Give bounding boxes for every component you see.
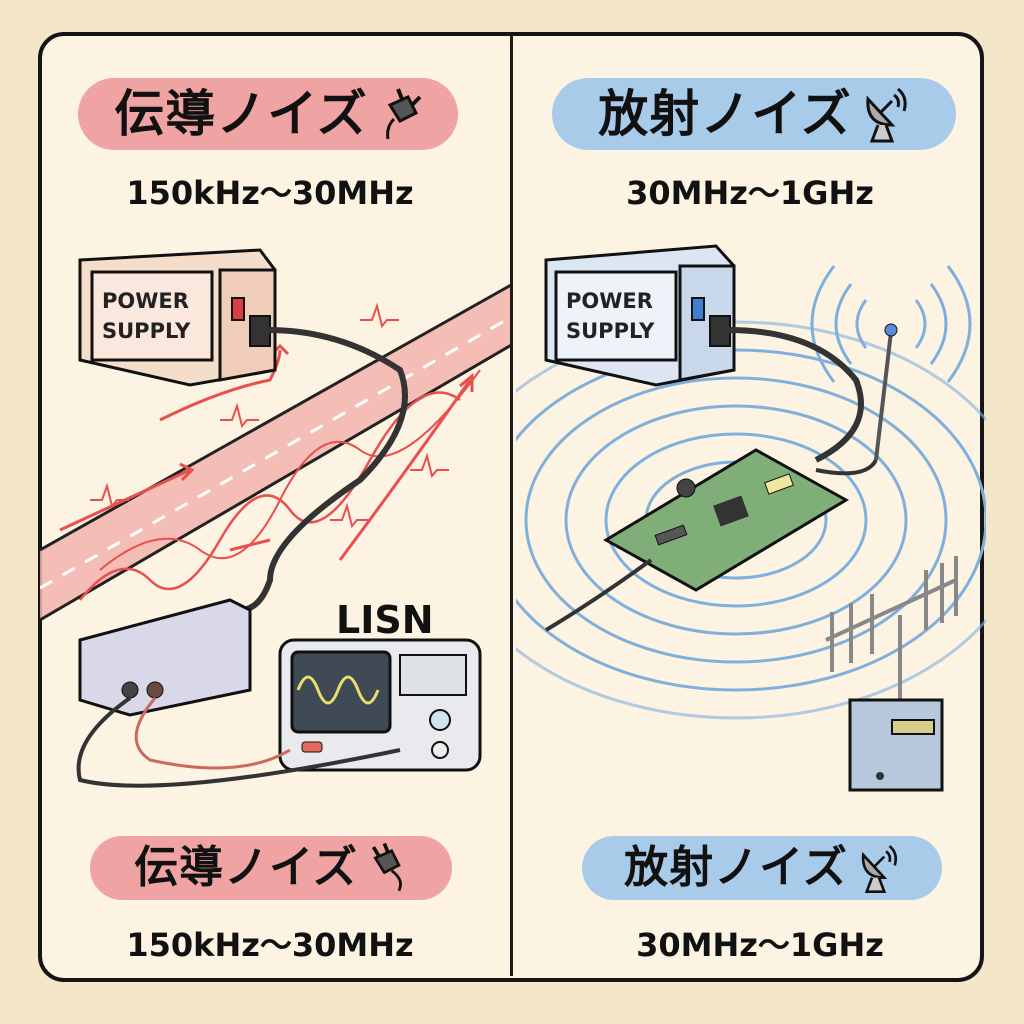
radiated-frequency-range: 30MHz～1GHz (626, 174, 874, 212)
radiated-noise-illustration: POWER SUPPLY (516, 244, 986, 792)
power-supply-label: POWER (102, 289, 189, 313)
radiated-frequency-range-bottom: 30MHz～1GHz (636, 926, 884, 964)
conducted-noise-illustration: POWER SUPPLY (40, 248, 510, 788)
analyzer-waveform (296, 675, 380, 705)
power-plug (709, 315, 731, 347)
power-supply-box: POWER SUPPLY (78, 248, 277, 387)
noise-spike-icons (90, 302, 449, 529)
receiver-box (848, 698, 944, 792)
lisn-label: LISN (336, 598, 434, 642)
spectrum-analyzer (278, 638, 482, 772)
power-supply-label: POWER (566, 289, 653, 313)
power-supply-label: SUPPLY (566, 319, 655, 343)
conducted-noise-title: 伝導ノイズ (114, 85, 368, 143)
radiated-noise-badge-bottom: 放射ノイズ (582, 836, 942, 900)
radiated-noise-title-bottom: 放射ノイズ (624, 842, 848, 893)
power-switch (691, 297, 705, 321)
radiated-noise-title: 放射ノイズ (598, 85, 852, 143)
conducted-noise-badge-bottom: 伝導ノイズ (90, 836, 452, 900)
conducted-noise-title-bottom: 伝導ノイズ (134, 842, 358, 893)
whip-antenna (874, 331, 893, 461)
noise-wave (79, 391, 461, 601)
pcb-cable (544, 558, 653, 632)
lisn-box (78, 598, 252, 717)
power-switch (231, 297, 245, 321)
plug-icon (371, 843, 402, 892)
satellite-dish-icon (861, 845, 897, 893)
ic-chip (713, 495, 749, 527)
circuit-board (603, 448, 849, 592)
conducted-frequency-range-bottom: 150kHz～30MHz (126, 926, 414, 964)
noise-wave (99, 369, 481, 571)
power-cable (727, 327, 864, 463)
satellite-dish-icon (866, 87, 907, 143)
plug-icon (385, 88, 422, 140)
yagi-antenna (825, 556, 958, 710)
power-cable (239, 327, 408, 613)
power-supply-label: SUPPLY (102, 319, 191, 343)
panel-divider (510, 36, 513, 976)
conducted-frequency-range: 150kHz～30MHz (126, 174, 414, 212)
noise-arrows (59, 343, 474, 561)
power-plug (249, 315, 271, 347)
analyzer-screen (290, 650, 392, 734)
conducted-noise-badge: 伝導ノイズ (78, 78, 458, 150)
radiated-noise-badge: 放射ノイズ (552, 78, 956, 150)
power-supply-box: POWER SUPPLY (544, 244, 736, 387)
